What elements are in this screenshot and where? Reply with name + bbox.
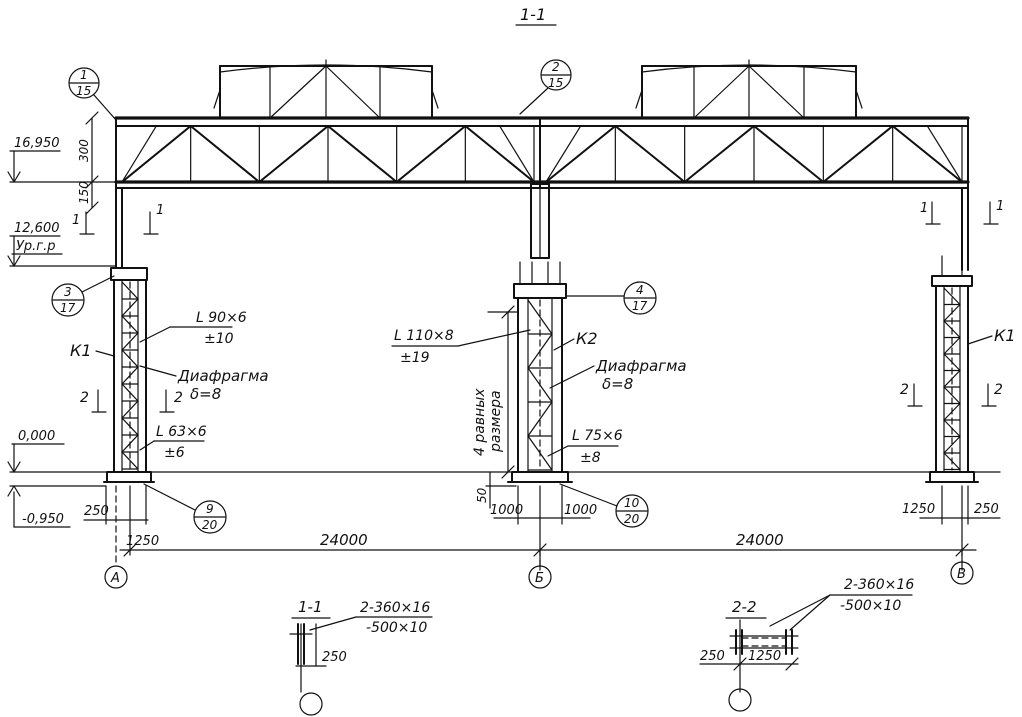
svg-text:2: 2 <box>552 60 560 74</box>
svg-text:Диафрагма: Диафрагма <box>177 367 269 385</box>
angle-label-top-mid: L 110×8 <box>394 328 454 344</box>
svg-text:В: В <box>957 567 966 582</box>
roof-lantern-right <box>635 59 863 119</box>
svg-text:±8: ±8 <box>580 450 601 466</box>
detail-1-plate-2: -500×10 <box>366 620 427 636</box>
callout-4-17: 4 17 <box>565 281 657 315</box>
section-cut-1-right: 1 1 <box>920 199 1004 225</box>
angle-label-top-left: L 90×6 <box>196 310 247 326</box>
svg-text:1: 1 <box>996 199 1004 214</box>
detail-2-plate-1: 2-360×16 <box>844 577 914 593</box>
axis-a: А <box>104 485 128 589</box>
roof-lantern-left <box>213 59 439 119</box>
svg-text:δ=8: δ=8 <box>602 375 633 393</box>
detail-2-plate-2: -500×10 <box>840 598 901 614</box>
svg-text:17: 17 <box>632 299 648 313</box>
svg-text:2: 2 <box>80 390 89 406</box>
svg-text:±10: ±10 <box>204 331 234 347</box>
dim-truss-depth: 300 <box>77 139 91 162</box>
svg-text:2: 2 <box>900 382 909 398</box>
section-cut-2-left: 2 2 <box>80 389 183 413</box>
elevation-mark-top: 16,950 <box>7 136 61 183</box>
dim-250-left: 250 <box>84 504 109 519</box>
svg-text:2: 2 <box>994 382 1003 398</box>
detail-section-1-1: 1-1 2-360×16 -500×10 250 <box>289 598 433 716</box>
truss-web-members <box>121 125 963 183</box>
svg-text:±19: ±19 <box>400 350 430 366</box>
left-vertical-dims: 300 150 <box>77 111 99 215</box>
svg-text:1: 1 <box>920 201 928 216</box>
svg-text:1: 1 <box>156 203 164 218</box>
section-cut-1-left: 1 1 <box>72 203 164 235</box>
left-column-labels: L 90×6 ±10 К1 Диафрагма δ=8 L 63×6 ±6 <box>70 310 269 461</box>
elevation-text-base: -0,950 <box>22 512 64 527</box>
detail-1-title: 1-1 <box>298 598 323 616</box>
column-mark-k1-right: К1 <box>994 326 1016 345</box>
elevation-text-floor: 0,000 <box>18 429 55 444</box>
dim-span-1: 24000 <box>320 531 368 549</box>
svg-text:15: 15 <box>548 76 563 90</box>
svg-text:17: 17 <box>60 301 76 315</box>
svg-text:20: 20 <box>624 512 640 526</box>
axis-b: Б <box>528 549 552 589</box>
callout-1-15: 1 15 <box>68 67 117 121</box>
elevation-mark-crane: 12,600 Ур.г.р <box>7 221 63 267</box>
svg-text:3: 3 <box>64 285 72 299</box>
ground-level-label: Ур.г.р <box>16 239 56 254</box>
angle-label-bottom-left: L 63×6 <box>156 424 207 440</box>
elevation-mark-base: -0,950 <box>7 485 71 528</box>
svg-text:15: 15 <box>76 84 91 98</box>
vertical-dim-label-1: 4 равных <box>472 388 488 456</box>
callout-2-15: 2 15 <box>519 59 572 115</box>
column-mark-k2: К2 <box>576 329 598 348</box>
axis-c: В <box>950 549 974 585</box>
detail-2-title: 2-2 <box>732 598 757 616</box>
callout-9-20: 9 20 <box>143 483 227 534</box>
svg-text:2: 2 <box>174 390 183 406</box>
svg-text:δ=8: δ=8 <box>190 385 221 403</box>
roof-truss <box>114 116 970 189</box>
column-left <box>103 187 155 483</box>
dim-250-right: 250 <box>974 502 999 517</box>
column-mark-k1-left: К1 <box>70 341 92 360</box>
section-cut-2-right: 2 2 <box>900 382 1003 407</box>
callout-10-20: 10 20 <box>559 483 649 528</box>
svg-text:10: 10 <box>624 496 640 510</box>
detail-1-plate-1: 2-360×16 <box>360 600 430 616</box>
svg-text:Б: Б <box>535 571 544 586</box>
dim-span-2: 24000 <box>736 531 784 549</box>
column-right <box>925 187 979 483</box>
detail-2-dim-a: 250 <box>700 649 725 664</box>
svg-text:±6: ±6 <box>164 445 185 461</box>
detail-2-dim-b: 1250 <box>748 649 781 664</box>
right-column-labels: К1 <box>967 326 1016 345</box>
middle-column-labels: L 110×8 ±19 К2 Диафрагма δ=8 L 75×6 ±8 4… <box>391 305 687 509</box>
dim-1250-left: 1250 <box>126 534 159 549</box>
vertical-dim-label-2: размера <box>488 390 504 453</box>
svg-text:А: А <box>110 571 120 586</box>
dim-gap: 150 <box>77 181 91 204</box>
svg-text:1: 1 <box>72 213 80 228</box>
section-title: 1-1 <box>520 5 546 24</box>
svg-text:9: 9 <box>206 502 214 516</box>
elevation-text-top: 16,950 <box>14 136 60 151</box>
svg-text:1: 1 <box>80 68 88 82</box>
dim-1000-right: 1000 <box>564 503 597 518</box>
elevation-mark-floor: 0,000 <box>7 429 65 473</box>
elevation-text-crane: 12,600 <box>14 221 60 236</box>
svg-text:4: 4 <box>636 283 644 297</box>
svg-text:20: 20 <box>202 518 218 532</box>
dim-1250-right: 1250 <box>902 502 935 517</box>
detail-section-2-2: 2-2 250 1250 2-360×16 -500×10 <box>699 577 914 712</box>
callout-3-17: 3 17 <box>51 275 115 317</box>
detail-1-dim: 250 <box>322 650 347 665</box>
dim-1000-left: 1000 <box>490 503 523 518</box>
angle-label-bottom-mid: L 75×6 <box>572 428 623 444</box>
dim-50: 50 <box>475 487 489 503</box>
svg-text:Диафрагма: Диафрагма <box>595 357 687 375</box>
